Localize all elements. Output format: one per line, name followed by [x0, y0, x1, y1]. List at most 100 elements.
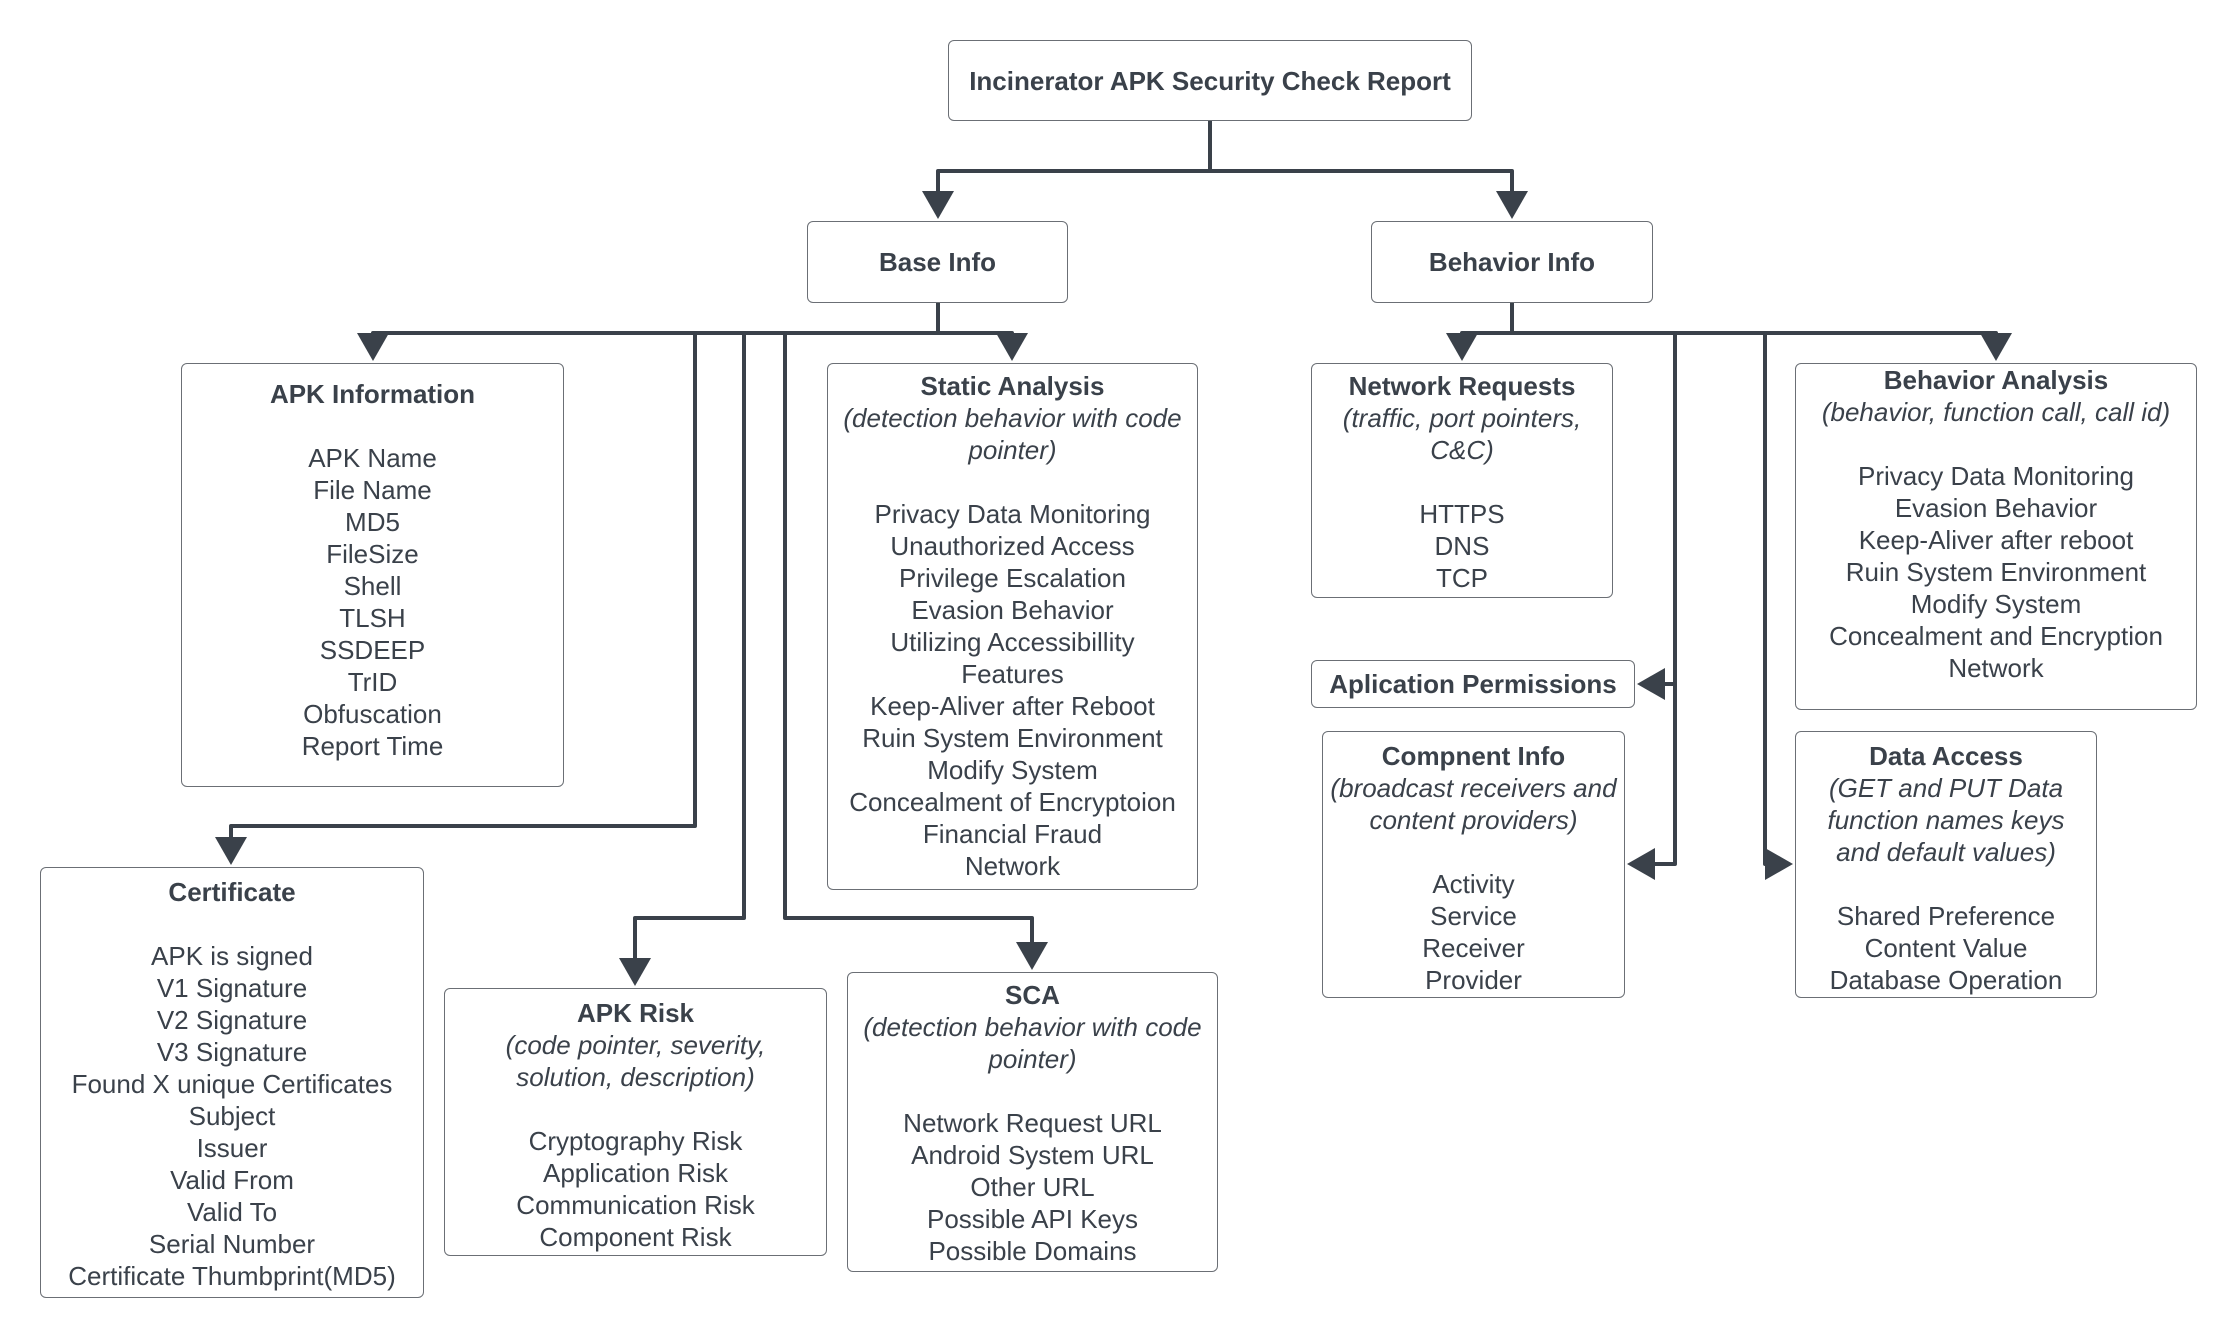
list-item: File Name [313, 475, 432, 505]
list-item: APK Name [308, 443, 437, 473]
list-item: Communication Risk [516, 1190, 755, 1220]
list-item: Modify System [1910, 589, 2082, 619]
list-item: V1 Signature [156, 973, 308, 1003]
list-item: Ruin System Environment [862, 723, 1163, 753]
apk-risk-node: APK Risk (code pointer, severity, soluti… [444, 988, 827, 1256]
static-analysis-title: Static Analysis [920, 371, 1105, 401]
list-item: Network [964, 851, 1061, 881]
application-permissions-title: Aplication Permissions [1329, 669, 1617, 699]
list-item: SSDEEP [319, 635, 426, 665]
list-item: Privacy Data Monitoring [874, 499, 1151, 529]
list-item: Network [1948, 653, 2044, 683]
edge-base-static [938, 331, 1028, 361]
list-item: Component Risk [539, 1222, 732, 1252]
root-node: Incinerator APK Security Check Report [948, 40, 1472, 121]
behavior-analysis-title: Behavior Analysis [1883, 365, 2109, 395]
list-item: TLSH [339, 603, 406, 633]
static-analysis-subtitle: (detection behavior with code pointer) [843, 403, 1182, 465]
list-item: Unauthorized Access [890, 531, 1135, 561]
sca-node: SCA (detection behavior with code pointe… [847, 972, 1218, 1272]
edge-root-base [922, 121, 1212, 219]
list-item: APK is signed [151, 941, 313, 971]
list-item: Found X unique Certificates [71, 1069, 393, 1099]
static-analysis-node: Static Analysis (detection behavior with… [827, 363, 1198, 890]
certificate-title: Certificate [168, 877, 296, 907]
list-item: Shell [343, 571, 402, 601]
base-info-node: Base Info [807, 221, 1068, 303]
list-item: Concealment and Encryption [1829, 621, 2163, 651]
edge-base-certificate [215, 333, 697, 865]
behavior-analysis-subtitle: (behavior, function call, call id) [1821, 397, 2171, 427]
list-item: Obfuscation [303, 699, 442, 729]
list-item: V2 Signature [156, 1005, 308, 1035]
list-item: Subject [188, 1101, 276, 1131]
list-item: Report Time [301, 731, 444, 761]
component-info-title: Compnent Info [1381, 741, 1566, 771]
list-item: DNS [1434, 531, 1490, 561]
list-item: Provider [1425, 965, 1522, 995]
behavior-analysis-node: Behavior Analysis (behavior, function ca… [1795, 363, 2197, 710]
list-item: Modify System [927, 755, 1098, 785]
list-item: Service [1430, 901, 1517, 931]
data-access-node: Data Access (GET and PUT Data function n… [1795, 731, 2097, 998]
network-requests-subtitle: (traffic, port pointers, C&C) [1342, 403, 1582, 465]
list-item: Other URL [970, 1172, 1095, 1202]
base-info-title: Base Info [878, 247, 997, 277]
list-item: Serial Number [148, 1229, 316, 1259]
list-item: Evasion Behavior [1894, 493, 2098, 523]
list-item: MD5 [345, 507, 400, 537]
data-access-title: Data Access [1869, 741, 2023, 771]
edge-root-behavior [1210, 169, 1528, 219]
edge-base-sca [783, 333, 1048, 970]
edge-behavior-analysis [1512, 331, 2012, 361]
edge-behavior-network [1446, 303, 1514, 361]
list-item: Keep-Aliver after reboot [1858, 525, 2134, 555]
list-item: Network Request URL [903, 1108, 1162, 1138]
list-item: Valid From [170, 1165, 294, 1195]
sca-subtitle: (detection behavior with code pointer) [863, 1012, 1202, 1074]
data-access-subtitle: (GET and PUT Data function names keys an… [1827, 773, 2065, 867]
list-item: Application Risk [543, 1158, 728, 1188]
apk-information-title: APK Information [269, 379, 476, 409]
root-title: Incinerator APK Security Check Report [969, 65, 1451, 96]
list-item: Activity [1432, 869, 1515, 899]
list-item: Issuer [196, 1133, 268, 1163]
list-item: Privacy Data Monitoring [1858, 461, 2134, 491]
list-item: Valid To [186, 1197, 278, 1227]
edge-behavior-dataaccess [1763, 333, 1793, 880]
behavior-info-title: Behavior Info [1428, 247, 1596, 277]
list-item: TCP [1435, 563, 1488, 593]
list-item: Concealment of Encryptoion [849, 787, 1176, 817]
list-item: HTTPS [1419, 499, 1505, 529]
list-item: Android System URL [911, 1140, 1154, 1170]
list-item: FileSize [326, 539, 419, 569]
list-item: Shared Preference [1836, 901, 2056, 931]
application-permissions-node: Aplication Permissions [1311, 660, 1635, 708]
list-item: Utilizing Accessibillity Features [890, 627, 1135, 689]
list-item: Evasion Behavior [911, 595, 1114, 625]
edge-behavior-permissions [1637, 333, 1677, 700]
apk-risk-title: APK Risk [576, 998, 695, 1028]
list-item: Keep-Aliver after Reboot [870, 691, 1155, 721]
list-item: Receiver [1422, 933, 1525, 963]
list-item: Possible Domains [928, 1236, 1137, 1266]
edge-base-apkrisk [619, 333, 746, 986]
edge-base-apkinfo [357, 303, 940, 361]
apk-risk-subtitle: (code pointer, severity, solution, descr… [505, 1030, 766, 1092]
behavior-info-node: Behavior Info [1371, 221, 1653, 303]
list-item: Cryptography Risk [528, 1126, 743, 1156]
component-info-subtitle: (broadcast receivers and content provide… [1330, 773, 1617, 835]
list-item: Possible API Keys [927, 1204, 1138, 1234]
list-item: Privilege Escalation [899, 563, 1126, 593]
list-item: Database Operation [1829, 965, 2063, 995]
